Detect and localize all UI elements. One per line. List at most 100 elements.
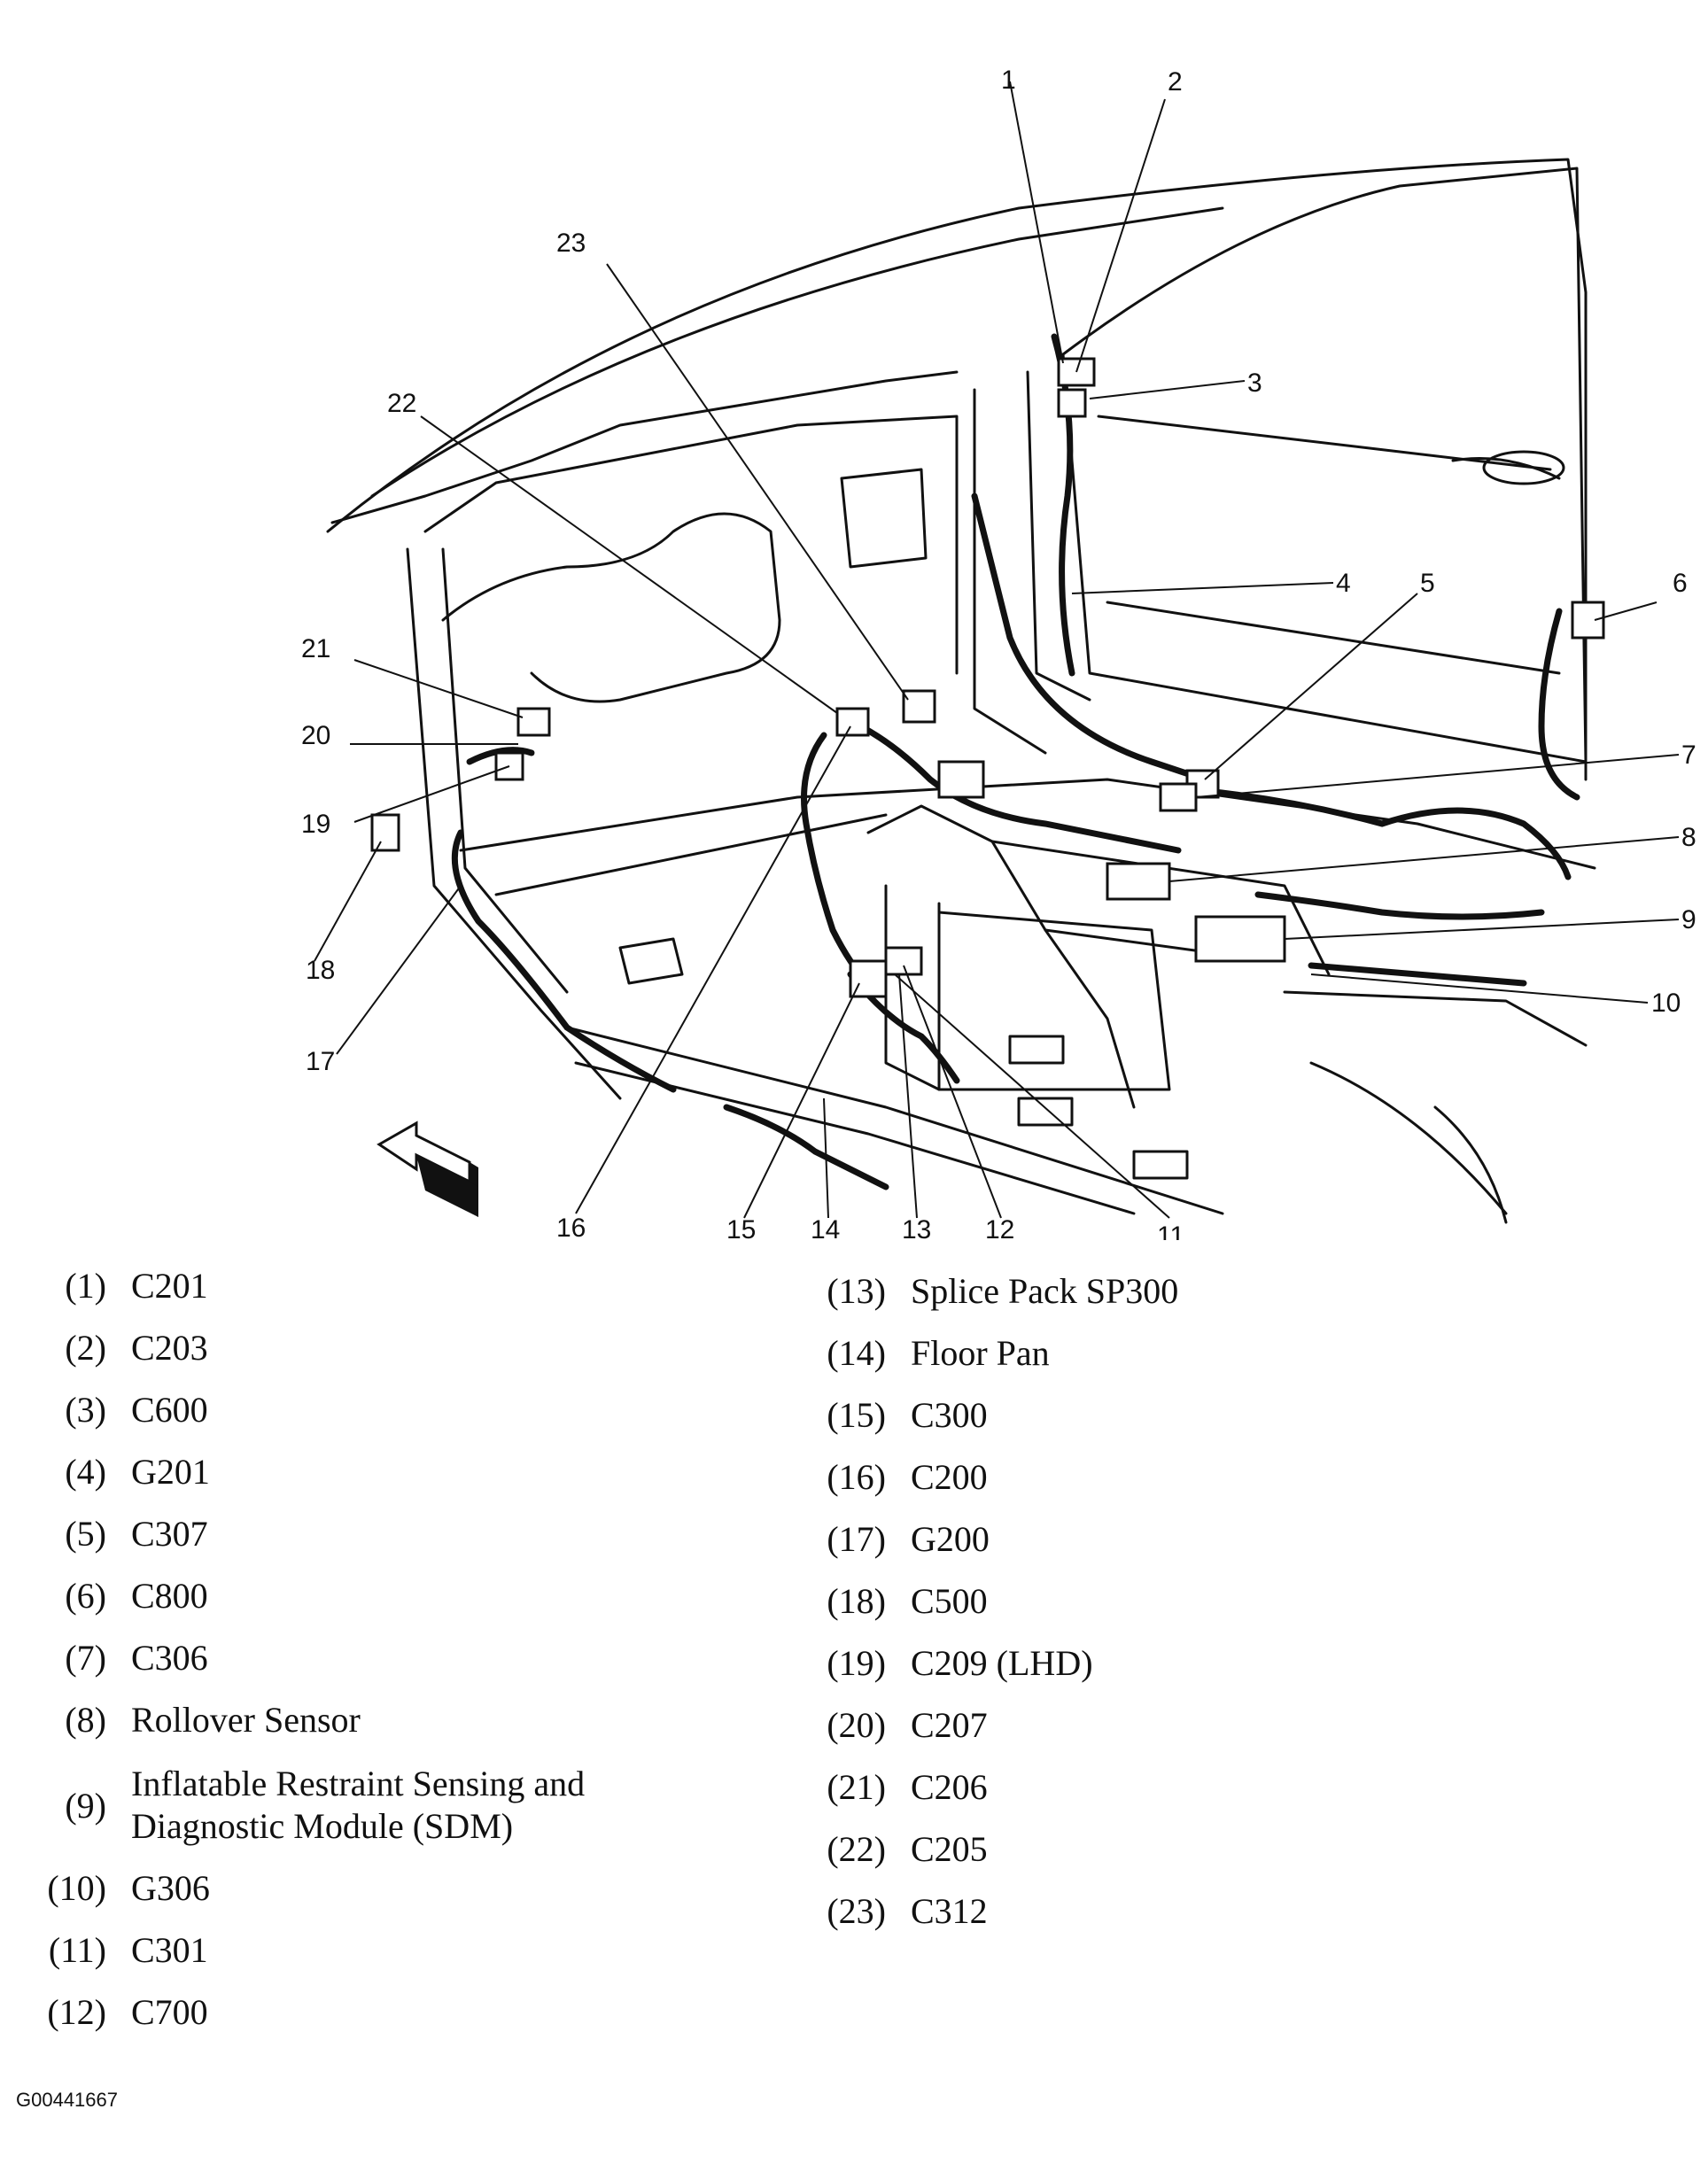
callout-7: 7	[1681, 741, 1696, 770]
legend-item-1: (1) C201	[0, 1265, 208, 1307]
connector-c312	[902, 689, 936, 724]
legend-label: G200	[911, 1519, 990, 1559]
leader-lines	[314, 81, 1680, 1219]
legend-number: (19)	[827, 1643, 886, 1683]
legend-label: Floor Pan	[911, 1333, 1050, 1373]
legend-label: Splice Pack SP300	[911, 1271, 1179, 1311]
legend-label: C200	[911, 1457, 988, 1497]
legend-item-14: (14)Floor Pan	[753, 1332, 1050, 1375]
legend-number: (10)	[47, 1868, 106, 1908]
callout-2: 2	[1168, 67, 1183, 97]
legend-number: (3)	[65, 1390, 106, 1430]
legend-item-20: (20) C207	[753, 1704, 988, 1747]
connector-c800	[1571, 601, 1605, 640]
legend-label: G201	[131, 1452, 210, 1492]
legend-item-15: (15) C300	[753, 1394, 988, 1437]
legend-number: (23)	[827, 1891, 886, 1931]
legend-item-22: (22) C205	[753, 1828, 988, 1871]
legend-label: C206	[911, 1767, 988, 1807]
legend-item-19: (19) C209 (LHD)	[753, 1642, 1093, 1685]
legend-number: (6)	[65, 1576, 106, 1616]
callout-17: 17	[306, 1047, 335, 1076]
legend-label: C203	[131, 1328, 208, 1368]
wiring-harness	[451, 333, 1580, 1190]
callout-22: 22	[387, 389, 416, 418]
legend-item-8: (8) Rollover Sensor	[0, 1699, 361, 1741]
legend-number: (15)	[827, 1395, 886, 1435]
rollover-sensor	[1106, 862, 1171, 901]
legend-label: Inflatable Restraint Sensing and Diagnos…	[131, 1763, 585, 1848]
callout-23: 23	[556, 229, 586, 258]
figure-id: G00441667	[16, 2089, 118, 2111]
legend-number: (1)	[65, 1266, 106, 1306]
legend-item-10: (10) G306	[0, 1867, 210, 1910]
legend-label: C600	[131, 1390, 208, 1430]
sdm-module	[1194, 915, 1286, 963]
legend-item-13: (13) Splice Pack SP300	[753, 1270, 1178, 1313]
legend-number: (4)	[65, 1452, 106, 1492]
connector-c301	[937, 760, 985, 799]
legend-item-18: (18) C500	[753, 1580, 988, 1623]
legend-item-6: (6) C800	[0, 1575, 208, 1617]
legend-label: C300	[911, 1395, 988, 1435]
callout-16: 16	[556, 1214, 586, 1240]
legend-label-line-1: Inflatable Restraint Sensing and	[131, 1764, 586, 1803]
callout-4: 4	[1336, 569, 1351, 598]
legend-number: (21)	[827, 1767, 886, 1807]
legend-label: C207	[911, 1705, 988, 1745]
callout-10: 10	[1651, 989, 1681, 1018]
legend-label: C209 (LHD)	[911, 1643, 1093, 1683]
legend-item-2: (2) C203	[0, 1327, 208, 1369]
callout-15: 15	[726, 1215, 756, 1240]
connector-c201	[1057, 357, 1096, 387]
connector-c206	[516, 707, 551, 737]
legend-number: (2)	[65, 1328, 106, 1368]
legend-label-line-2: Diagnostic Module (SDM)	[131, 1806, 514, 1846]
connector-c500	[370, 813, 400, 852]
callout-1: 1	[1001, 66, 1016, 95]
legend-label: C205	[911, 1829, 988, 1869]
legend-number: (16)	[827, 1457, 886, 1497]
legend-number: (8)	[65, 1700, 106, 1740]
legend-label: C700	[131, 1992, 208, 2032]
legend-item-5: (5)C307	[0, 1513, 207, 1555]
legend-number: (7)	[65, 1638, 106, 1678]
legend-item-23: (23) C312	[753, 1890, 988, 1933]
legend-number: (13)	[827, 1271, 886, 1311]
callout-3: 3	[1247, 368, 1262, 398]
legend-label: C800	[131, 1576, 208, 1616]
legend-item-17: (17) G200	[753, 1518, 990, 1561]
legend-label: Rollover Sensor	[131, 1700, 361, 1740]
callout-11: 11	[1157, 1221, 1184, 1240]
legend-label: C312	[911, 1891, 988, 1931]
legend-item-16: (16) C200	[753, 1456, 988, 1499]
legend-item-7: (7) C306	[0, 1637, 208, 1679]
legend-item-11: (11)C301	[0, 1929, 208, 1972]
legend-item-12: (12) C700	[0, 1991, 208, 2034]
connector-c700	[884, 946, 923, 976]
legend-item-21: (21) C206	[753, 1766, 988, 1809]
legend-number: (9)	[65, 1785, 106, 1826]
legend-label: C301	[131, 1930, 208, 1970]
callout-5: 5	[1420, 569, 1435, 598]
callout-21: 21	[301, 634, 330, 663]
legend-number: (5)	[65, 1514, 106, 1554]
legend-label: C306	[131, 1638, 208, 1678]
legend-number: (18)	[827, 1581, 886, 1621]
legend-item-3: (3) C600	[0, 1389, 208, 1431]
callout-19: 19	[301, 810, 330, 839]
callout-labels: 1 2 3 4 5 6 7 8 9 10 11 12 13 14 15 16 1…	[301, 66, 1696, 1240]
front-direction-arrow-icon	[377, 1121, 478, 1217]
legend-label: G306	[131, 1868, 210, 1908]
legend-number: (22)	[827, 1829, 886, 1869]
legend-label: C201	[131, 1266, 208, 1306]
legend-number: (20)	[827, 1705, 886, 1745]
callout-6: 6	[1673, 569, 1688, 598]
legend-number: (12)	[47, 1992, 106, 2032]
legend-item-9: (9) Inflatable Restraint Sensing and Dia…	[0, 1763, 585, 1848]
wiring-diagram: 1 2 3 4 5 6 7 8 9 10 11 12 13 14 15 16 1…	[301, 66, 1696, 1240]
legend-number: (17)	[827, 1519, 886, 1559]
connectors	[370, 357, 1605, 998]
legend-item-4: (4) G201	[0, 1451, 210, 1493]
legend-label: C500	[911, 1581, 988, 1621]
